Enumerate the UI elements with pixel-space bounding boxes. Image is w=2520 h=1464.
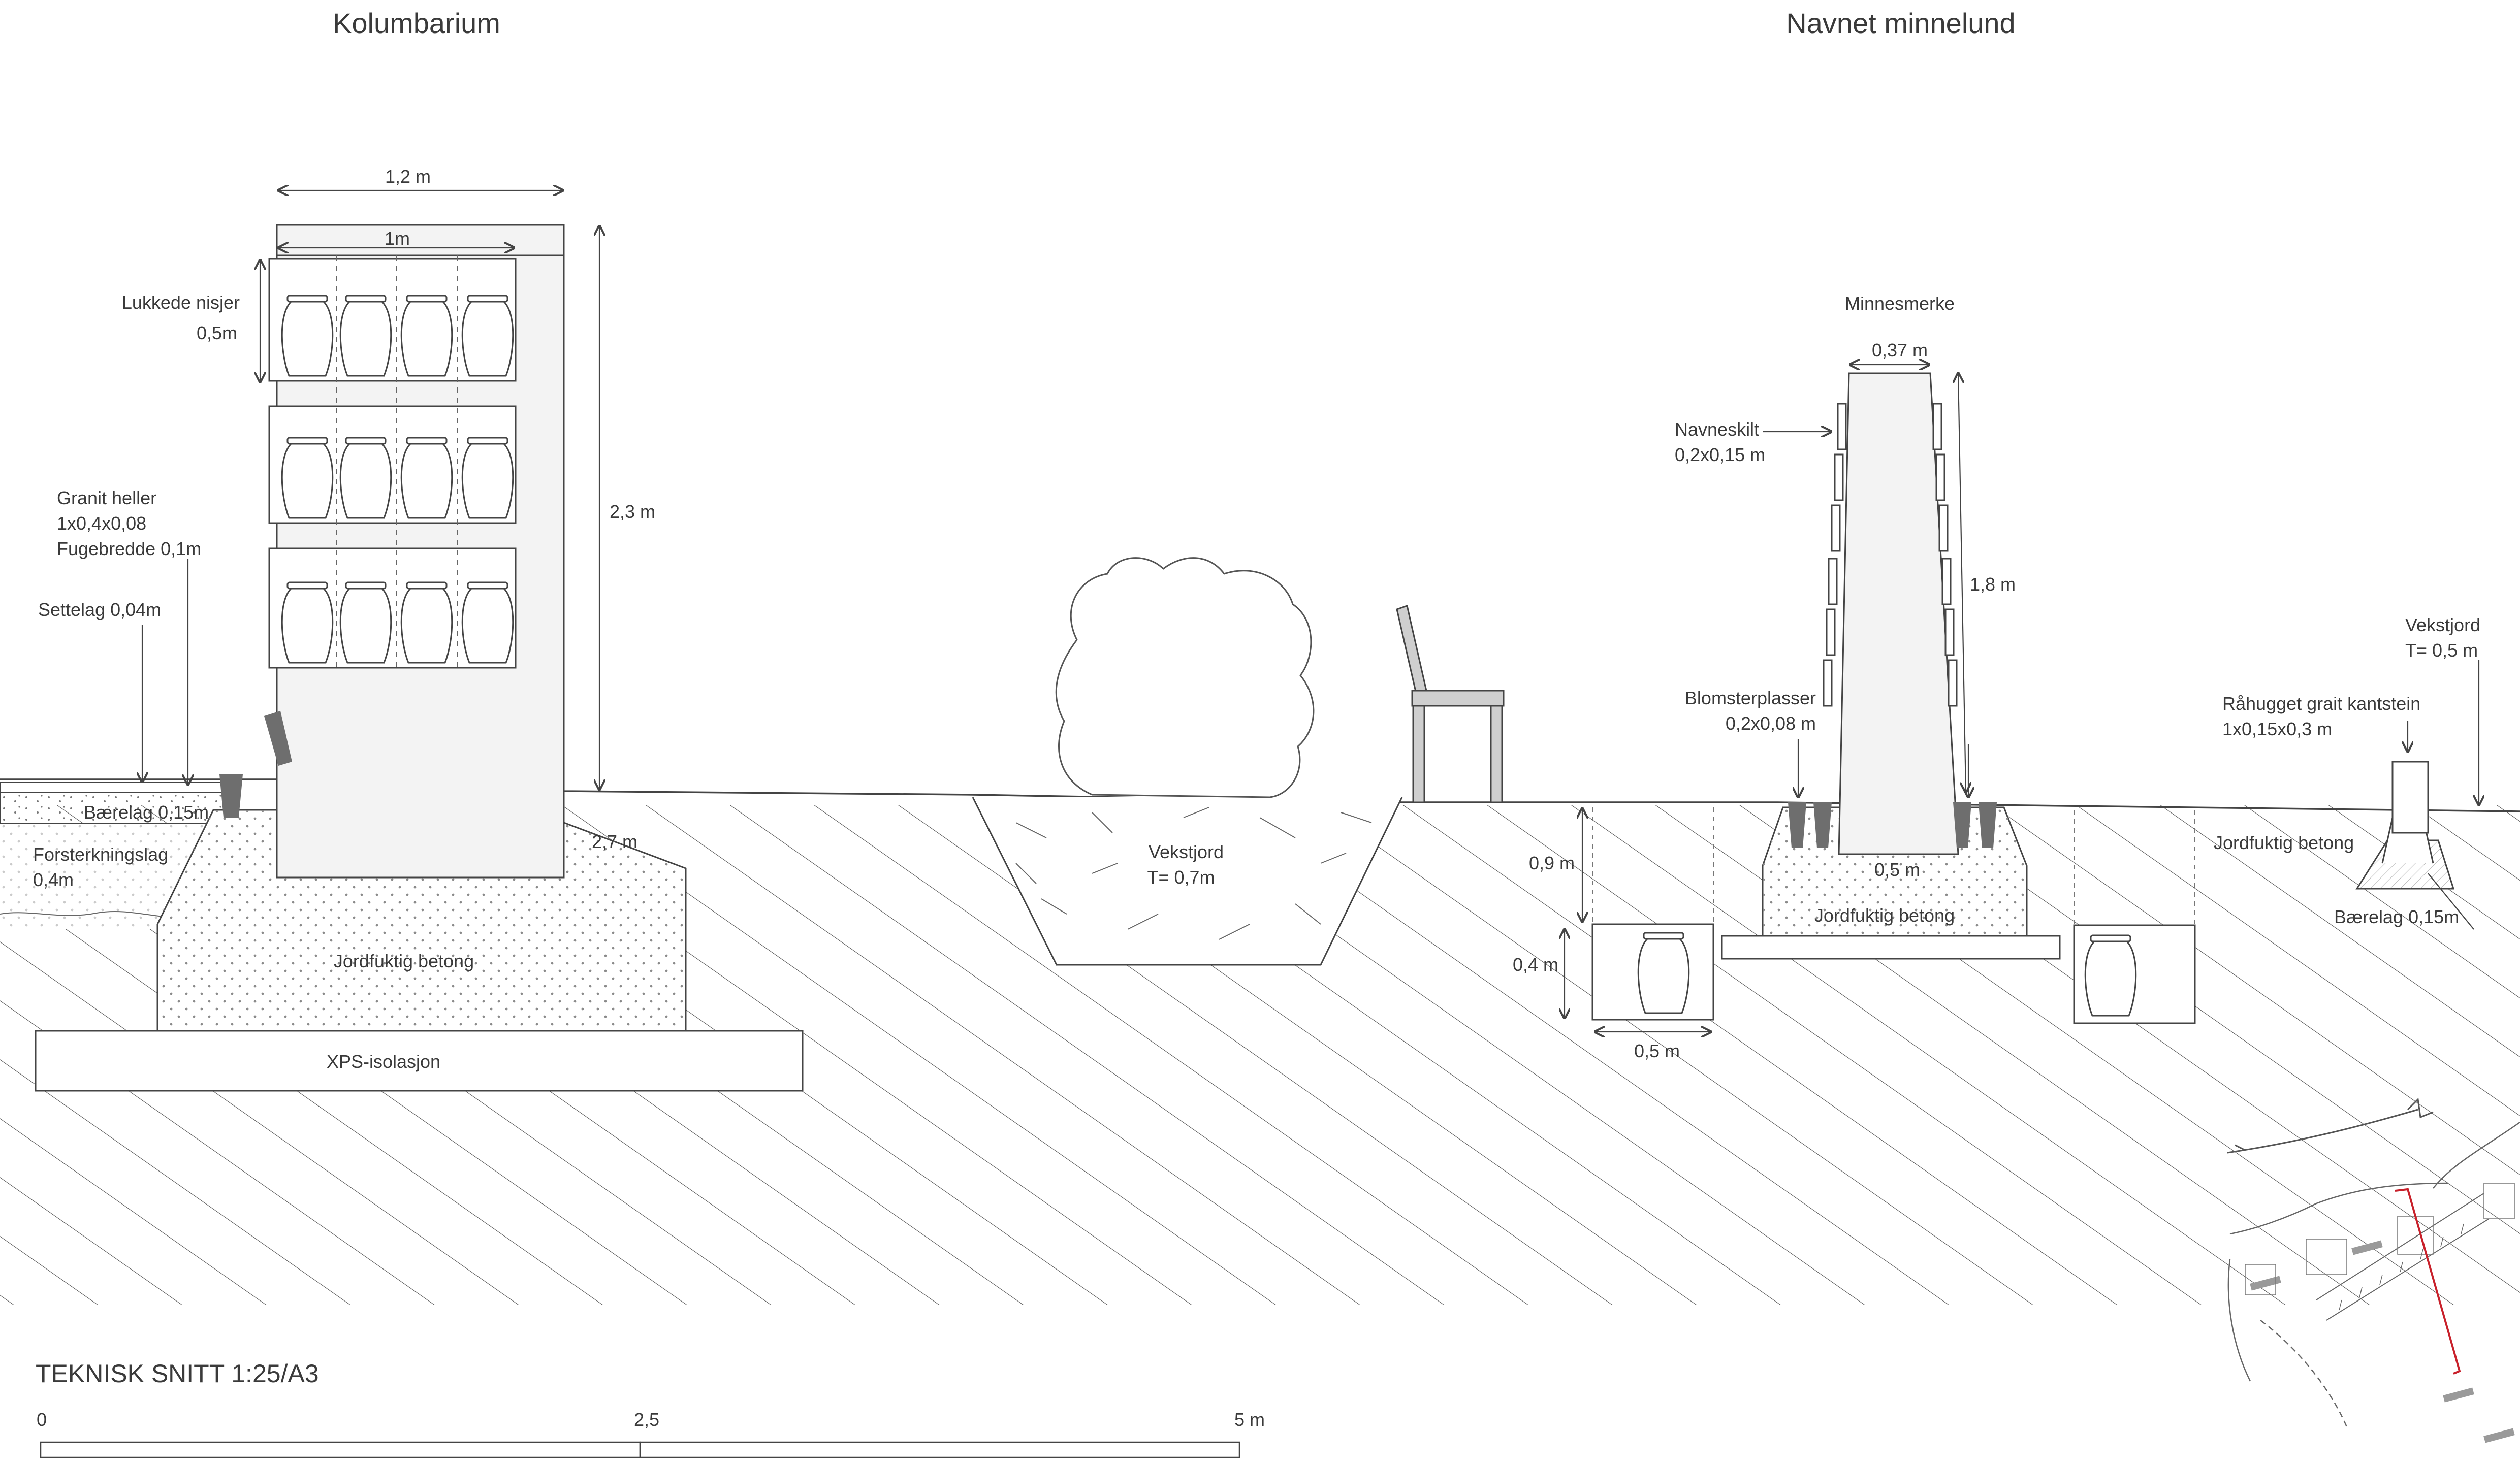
label-urn-depth: 0,9 m (1529, 853, 1575, 873)
niche-row-1 (268, 258, 517, 382)
label-urn-width: 0,5 m (1634, 1040, 1680, 1061)
label-name-sign-1: Navneskilt (1675, 419, 1759, 440)
label-monument-top-width: 0,37 m (1872, 340, 1928, 361)
flower-vases (1788, 802, 1997, 848)
label-right-soil-2: T= 0,5 m (2405, 640, 2478, 661)
label-xps: XPS-isolasjon (327, 1051, 440, 1072)
label-baerelag: Bærelag 0,15m (84, 802, 209, 823)
memorial-dimensions (1565, 365, 2479, 1032)
scale-tick-0: 0 (37, 1409, 47, 1430)
label-granite-1: Granit heller (57, 487, 156, 508)
columbarium-niche-band (276, 224, 565, 256)
title-navnet-minnelund: Navnet minnelund (1786, 7, 2015, 39)
label-monument: Minnesmerke (1845, 293, 1955, 314)
label-height: 2,3 m (610, 501, 655, 522)
label-planting-soil-2: T= 0,7m (1147, 867, 1215, 888)
planting-bed (972, 557, 1403, 966)
label-curb-2: 1x0,15x0,3 m (2222, 719, 2332, 739)
columbarium-vase (219, 774, 243, 818)
label-base-width: 0,5 m (1874, 859, 1920, 880)
columbarium-dimensions (142, 190, 599, 790)
label-planting-soil-1: Vekstjord (1149, 841, 1224, 862)
title-kolumbarium: Kolumbarium (333, 7, 500, 39)
label-flowers-2: 0,2x0,08 m (1726, 713, 1816, 734)
site-map-inset (2227, 1097, 2520, 1443)
label-columbarium-concrete: Jordfuktig betong (334, 951, 474, 971)
columbarium-vase-tilted (264, 711, 292, 766)
scale-bar: TEKNISK SNITT 1:25/A3 0 2,5 5 m (36, 1359, 1265, 1458)
planting-pit (972, 797, 1403, 966)
label-settelag: Settelag 0,04m (38, 599, 161, 620)
label-right-soil-1: Vekstjord (2405, 614, 2480, 635)
label-width-inner: 1m (385, 228, 410, 249)
label-curb-baerelag: Bærelag 0,15m (2334, 906, 2459, 927)
grave-guides (1592, 807, 2195, 925)
label-depth: 2,7 m (592, 831, 637, 852)
label-granite-3: Fugebredde 0,1m (57, 538, 201, 559)
label-flowers-1: Blomsterplasser (1685, 688, 1816, 708)
memorial-slab (1721, 935, 2061, 960)
shrub (1055, 557, 1315, 798)
label-forsterkning-1: Forsterkningslag (33, 844, 168, 865)
urn-grave-right (2073, 924, 2196, 1024)
label-niches-height: 0,5m (197, 322, 237, 343)
section-line (2395, 1188, 2461, 1375)
soil-texture (1015, 807, 1372, 940)
label-forsterkning-2: 0,4m (33, 869, 74, 890)
label-width-outer: 1,2 m (385, 166, 431, 187)
chair (1396, 605, 1505, 803)
xps-insulation (35, 1030, 804, 1092)
scale-tick-mid: 2,5 (634, 1409, 659, 1430)
niche-row-2 (268, 405, 517, 524)
label-niches: Lukkede nisjer (122, 292, 240, 313)
name-plates (1823, 403, 1958, 707)
columbarium (35, 224, 804, 1092)
scale-tick-end: 5 m (1234, 1409, 1265, 1430)
label-monument-height: 1,8 m (1970, 574, 2016, 595)
label-name-sign-2: 0,2x0,15 m (1675, 444, 1765, 465)
niche-row-3 (268, 547, 517, 669)
label-memorial-concrete: Jordfuktig betong (1814, 905, 1955, 926)
memorial-grove (1591, 372, 2455, 1024)
memorial-monolith (1838, 372, 1959, 855)
curb-stone (2355, 761, 2455, 890)
urn-grave-left (1591, 923, 1714, 1021)
label-granite-2: 1x0,4x0,08 (57, 513, 146, 534)
label-urn-height: 0,4 m (1513, 954, 1558, 975)
label-curb-1: Råhugget grait kantstein (2222, 693, 2420, 714)
label-curb-concrete: Jordfuktig betong (2214, 832, 2354, 853)
niche-dividers (336, 255, 458, 668)
scale-title: TEKNISK SNITT 1:25/A3 (36, 1359, 319, 1388)
